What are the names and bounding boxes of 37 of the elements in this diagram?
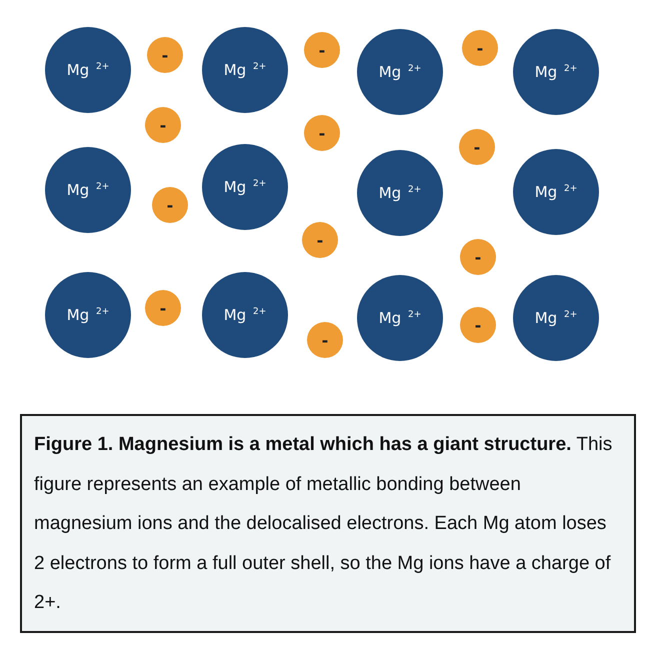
electron-circle: [462, 30, 498, 66]
electron-circle: [304, 32, 340, 68]
ion-label: Mg $^{2+}$: [224, 178, 266, 196]
ion-label: Mg $^{2+}$: [66, 306, 110, 324]
electron-circle: [304, 115, 340, 151]
figure-caption: Figure 1. Magnesium is a metal which has a giant structure. This figure represents an example of metallic bonding between magnesium ions and the delocalised electrons. Each Mg atom loses 2 electrons to form a full outer shell, so the Mg ions have a charge of 2+.: [34, 434, 612, 613]
electron-circle: [459, 129, 495, 165]
charge-sign: -: [474, 248, 482, 266]
charge-sign: -: [316, 230, 324, 250]
charge-sign: -: [160, 116, 166, 134]
ion-label: Mg $^{2+}$: [66, 61, 110, 79]
ion-label: Mg $^{2+}$: [534, 309, 578, 327]
ion-label: Mg $^{2+}$: [534, 183, 578, 201]
ion-label: Mg $^{2+}$: [378, 309, 422, 327]
electron-circle: [302, 222, 338, 258]
charge-sign: -: [322, 330, 328, 350]
charge-sign: -: [160, 298, 166, 318]
charge-sign: -: [476, 38, 484, 58]
charge-sign: -: [474, 316, 482, 334]
ion-label: Mg $^{2+}$: [378, 63, 422, 81]
electron-circle: [307, 322, 343, 358]
charge-sign: -: [318, 40, 326, 60]
electron-circle: [460, 239, 496, 275]
ion-label: Mg $^{2+}$: [66, 181, 110, 199]
electron-circle: [152, 187, 188, 223]
ion-label: Mg $^{2+}$: [224, 61, 266, 79]
electron-circle: [145, 107, 181, 143]
ion-label: Mg $^{2+}$: [378, 184, 422, 202]
electron-circle: [145, 290, 181, 326]
charge-sign: -: [166, 196, 174, 214]
electron-circle: [460, 307, 496, 343]
charge-sign: -: [474, 138, 480, 156]
charge-sign: -: [162, 46, 168, 64]
ion-label: Mg $^{2+}$: [224, 306, 266, 324]
ion-label: Mg $^{2+}$: [534, 63, 578, 81]
charge-sign: -: [318, 124, 326, 142]
electron-circle: [147, 37, 183, 73]
